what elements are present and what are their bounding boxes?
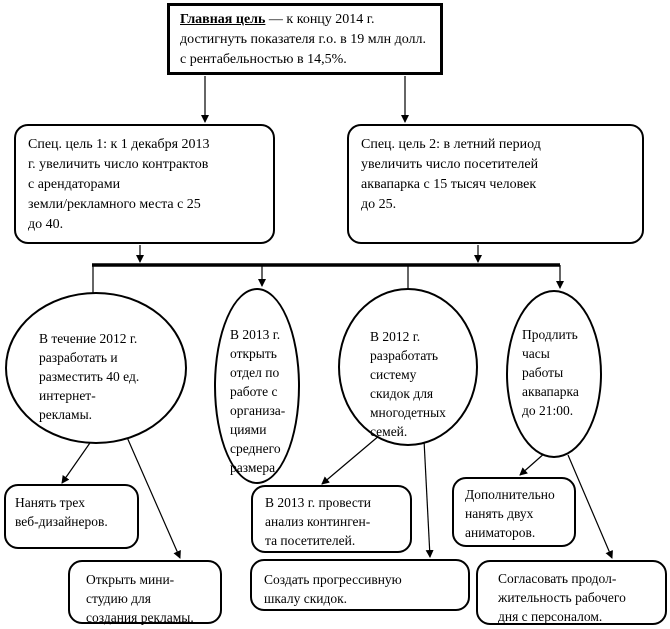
- arrow-task1-to-action1: [61, 439, 93, 484]
- action-3-text: В 2013 г. провести анализ континген- та …: [265, 495, 371, 548]
- task-2-ellipse: В 2013 г. открыть отдел по работе с орга…: [214, 288, 300, 484]
- action-3-box: В 2013 г. провести анализ континген- та …: [251, 485, 412, 553]
- arrow-task4-to-action6: [567, 454, 613, 559]
- action-5-box: Дополнительно нанять двух аниматоров.: [452, 477, 576, 547]
- specific-goal-1-box: Спец. цель 1: к 1 декабря 2013 г. увелич…: [14, 124, 275, 244]
- task-3-ellipse: В 2012 г. разработать систему скидок для…: [338, 288, 478, 446]
- action-2-text: Открыть мини- студию для создания реклам…: [86, 572, 194, 625]
- specific-goal-2-box: Спец. цель 2: в летний период увеличить …: [347, 124, 644, 244]
- main-goal-box: Главная цель — к концу 2014 г. достигнут…: [167, 3, 443, 75]
- arrow-task1-to-action2: [125, 434, 181, 559]
- main-goal-text: — к концу 2014 г. достигнуть показателя …: [180, 12, 426, 67]
- task-3-text: В 2012 г. разработать систему скидок для…: [370, 329, 446, 439]
- task-2-text: В 2013 г. открыть отдел по работе с орга…: [230, 327, 286, 475]
- action-4-text: Создать прогрессивную шкалу скидок.: [264, 572, 402, 606]
- main-goal-title: Главная цель: [180, 12, 266, 27]
- task-4-text: Продлить часы работы аквапарка до 21:00.: [522, 327, 579, 418]
- arrow-task3-to-action3: [321, 434, 381, 485]
- arrow-task4-to-action5: [519, 451, 547, 476]
- action-6-box: Согласовать продол- жительность рабочего…: [476, 560, 667, 625]
- task-4-ellipse: Продлить часы работы аквапарка до 21:00.: [506, 290, 602, 458]
- action-5-text: Дополнительно нанять двух аниматоров.: [465, 487, 555, 540]
- action-4-box: Создать прогрессивную шкалу скидок.: [250, 559, 470, 611]
- action-6-text: Согласовать продол- жительность рабочего…: [498, 571, 626, 624]
- specific-goal-2-text: Спец. цель 2: в летний период увеличить …: [361, 137, 541, 212]
- task-1-ellipse: В течение 2012 г. разработать и размести…: [5, 292, 187, 444]
- specific-goal-1-text: Спец. цель 1: к 1 декабря 2013 г. увелич…: [28, 137, 210, 232]
- task-1-text: В течение 2012 г. разработать и размести…: [39, 331, 140, 422]
- action-1-text: Нанять трех веб-дизайнеров.: [15, 495, 108, 529]
- arrow-task3-to-action4: [423, 439, 434, 558]
- action-1-box: Нанять трех веб-дизайнеров.: [4, 484, 139, 549]
- action-2-box: Открыть мини- студию для создания реклам…: [68, 560, 222, 625]
